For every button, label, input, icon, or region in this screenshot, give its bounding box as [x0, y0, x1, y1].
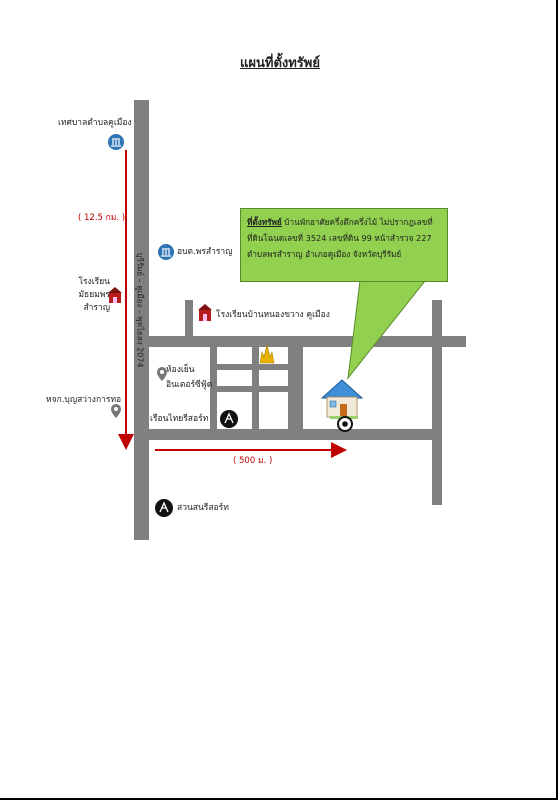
property-callout: ที่ตั้งทรัพย์ บ้านพักอาศัยครึ่งตึกครึ่งไ… [240, 208, 448, 282]
school-nongkwang-label: โรงเรียนบ้านหนองขวาง คูเมือง [216, 310, 330, 320]
road-south [149, 429, 435, 440]
callout-text: บ้านพักอาศัยครึ่งตึกครึ่งไม้ ไม่ปรากฎเลข… [247, 217, 433, 259]
bank-icon [158, 244, 174, 260]
road-middle-ns [295, 347, 303, 429]
location-pin-icon [157, 367, 167, 381]
location-pin-icon [111, 404, 121, 418]
house-icon [320, 379, 364, 419]
partnership-label: หจก.บุญสว่างการทอ [46, 395, 122, 405]
road-school-branch [185, 300, 193, 336]
shop-label-1: ห้องเย็น [166, 365, 195, 375]
lane-left [210, 347, 217, 429]
resort-1-label: เรือนไทยรีสอร์ท [150, 414, 209, 424]
vertical-distance-label: ( 12.5 กม. ) [78, 213, 126, 223]
sao-label: อบต.พรสำราญ [177, 247, 233, 257]
callout-heading: ที่ตั้งทรัพย์ [247, 217, 282, 227]
municipality-label: เทศบาลตำบลคูเมือง [58, 118, 132, 128]
school-icon [198, 304, 212, 321]
lane-right [288, 347, 295, 429]
bank-icon [108, 134, 124, 150]
callout-pointer [347, 280, 427, 380]
resort-icon [220, 410, 238, 428]
lane-cross-2 [217, 386, 288, 392]
target-marker-icon [337, 416, 353, 432]
temple-icon [259, 344, 275, 364]
road-east [432, 300, 442, 505]
horizontal-distance-label: ( 500 ม. ) [233, 456, 273, 466]
map-title: แผนที่ตั้งทรัพย์ [240, 56, 320, 71]
road-north [149, 336, 466, 347]
lane-cross-1 [217, 364, 288, 370]
resort-icon [155, 499, 173, 517]
shop-label-2: อินเตอร์ซีฟู้ด [166, 380, 213, 390]
school-icon [108, 287, 122, 303]
resort-2-label: สวนสนรีสอร์ท [177, 503, 229, 513]
school-prasat-label: โรงเรียนมัธยมพรสำราญ [78, 277, 110, 313]
